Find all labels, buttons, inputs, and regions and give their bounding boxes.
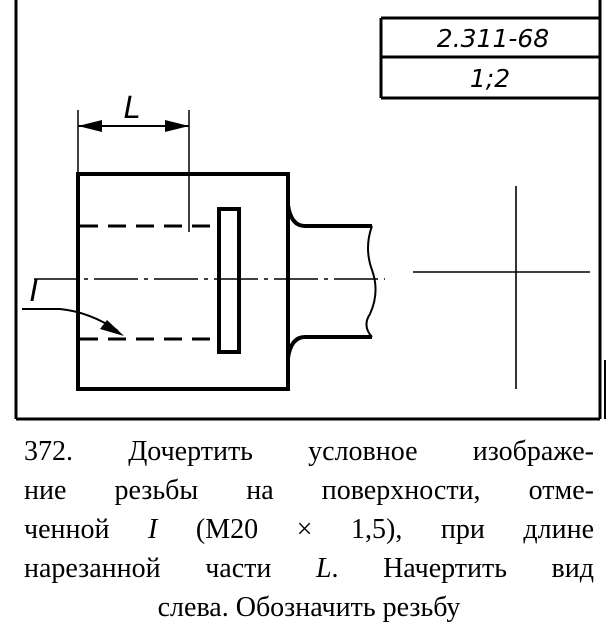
hidden-thread-lines <box>80 224 219 341</box>
dimension-label-L: L <box>124 91 141 126</box>
caption-line-1: 372. Дочертить условное изображе- <box>24 432 594 471</box>
part-body <box>76 172 377 391</box>
thread-undercut <box>217 207 241 354</box>
dimension-arrow-left <box>78 120 102 132</box>
caption-text-3a: ченной <box>24 514 110 545</box>
caption-line-2: ние резьбы на поверхности, отме- <box>24 475 594 506</box>
leader-arrow <box>100 320 124 336</box>
caption-text-4a: нарезанной части <box>24 553 272 584</box>
drawing-frame <box>14 0 606 421</box>
task-number: 372. <box>24 436 73 467</box>
caption-line-5: слева. Обозначить резьбу <box>157 592 461 623</box>
title-stamp <box>379 16 600 100</box>
caption-text-4b: . Начертить вид <box>331 553 595 584</box>
caption-line-4: нарезанной части L. Начертить вид <box>24 549 594 588</box>
stamp-scale: 1;2 <box>470 64 510 93</box>
stamp-standard: 2.311-68 <box>437 24 549 53</box>
leader-label-I: I <box>30 274 39 309</box>
centerlines <box>34 186 590 389</box>
dimension-arrow-right <box>165 120 189 132</box>
surface-mark: I <box>148 514 158 545</box>
caption-text-3b: (M20 × 1,5), при длине <box>195 514 594 545</box>
caption-text-1: Дочертить условное изображе- <box>128 436 594 467</box>
task-caption: 372. Дочертить условное изображе- ние ре… <box>24 432 594 627</box>
length-mark: L <box>315 553 332 584</box>
caption-line-3: ченной I (M20 × 1,5), при длине <box>24 510 594 549</box>
